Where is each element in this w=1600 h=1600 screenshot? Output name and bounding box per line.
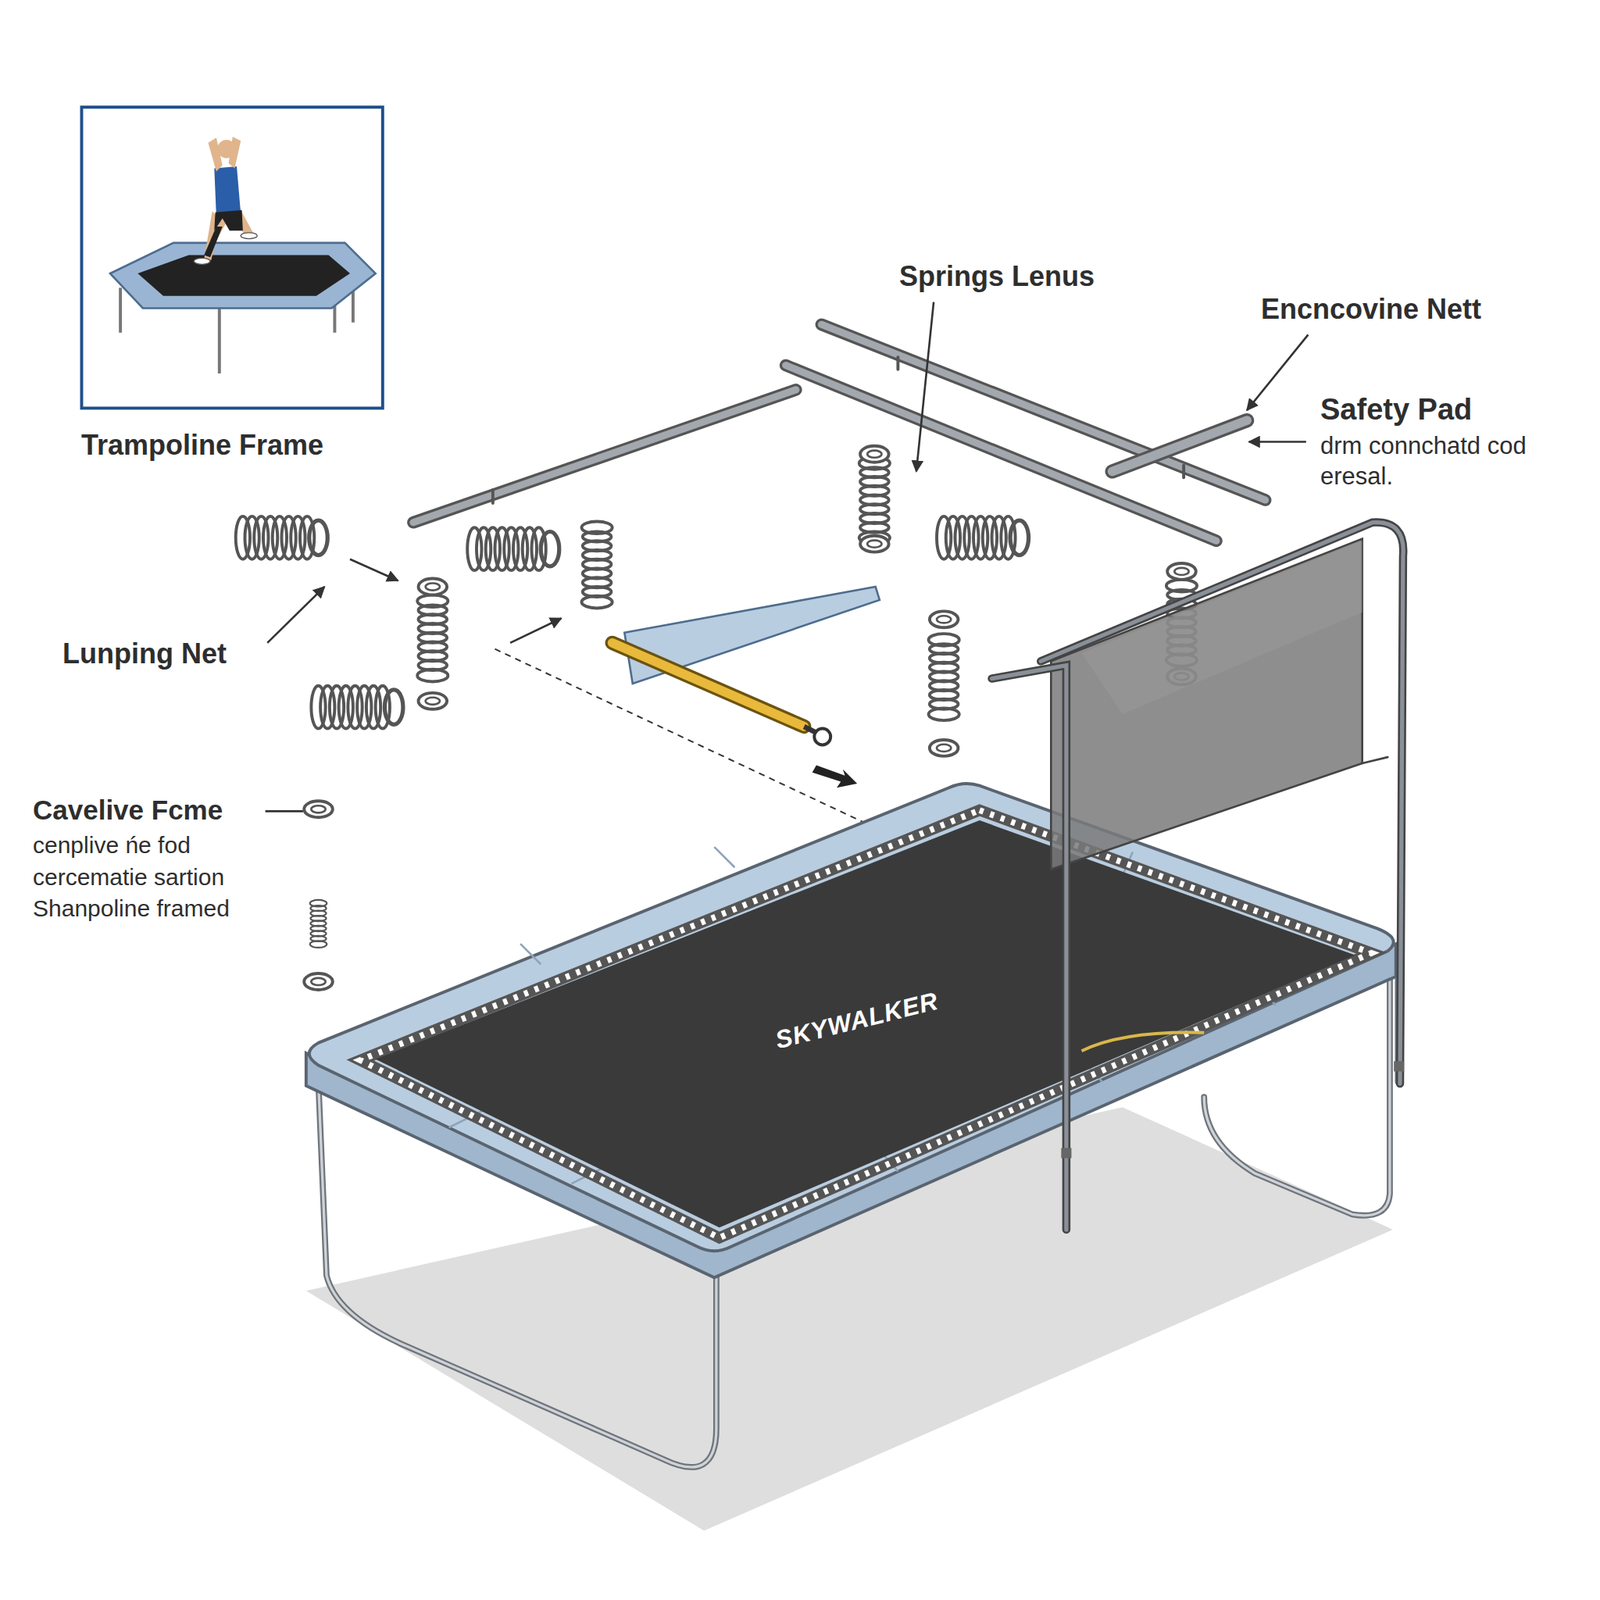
- part-label: Trampoline Frame: [81, 428, 324, 462]
- part-note: drm connchatd cod eresal.: [1320, 431, 1547, 493]
- brand-logo: SKYWALKER: [772, 985, 942, 1056]
- part-label: Springs Lenus: [899, 259, 1095, 293]
- part-label: Cavelive Fcme: [32, 793, 223, 827]
- part-label: Safety Pad: [1320, 392, 1472, 429]
- part-label: Encncovine Nett: [1260, 292, 1482, 326]
- part-note: cenplive ńe fod cercematie sartion Shanp…: [32, 829, 291, 925]
- part-label: Lunping Net: [62, 636, 227, 671]
